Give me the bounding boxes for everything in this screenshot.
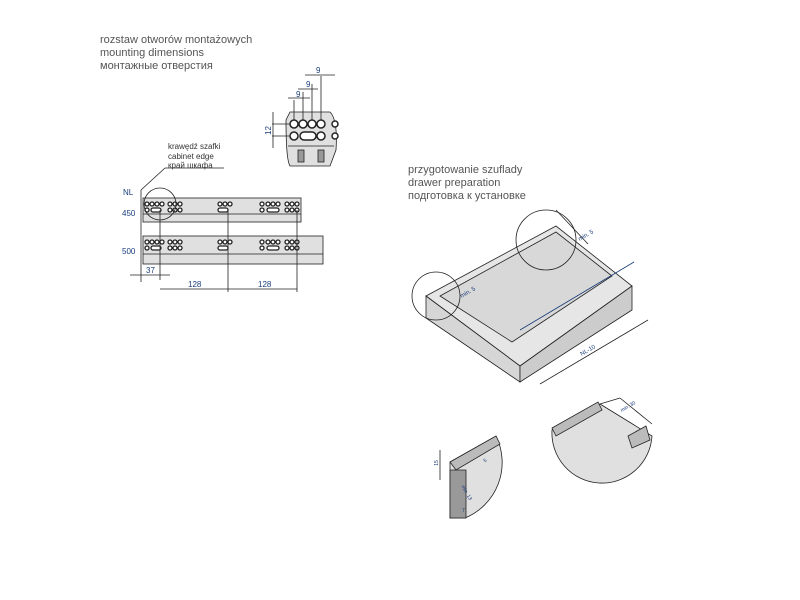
- runner-500: [142, 235, 324, 265]
- dimension-lines: [130, 167, 298, 292]
- dim-128-a: 128: [188, 280, 202, 289]
- edge-pl: krawędź szafki: [168, 142, 221, 151]
- caption-pl: rozstaw otworów montażowych: [100, 34, 253, 46]
- dim-12: 12: [263, 126, 273, 135]
- caption-ru: подготовка к установке: [408, 190, 526, 202]
- nl-label: NL: [123, 188, 134, 197]
- caption-ru: монтажные отверстия: [100, 60, 213, 72]
- mounting-caption: rozstaw otworów montażowych mounting dim…: [100, 34, 252, 73]
- caption-en: mounting dimensions: [100, 47, 204, 59]
- length-500-label: 500: [122, 247, 136, 256]
- length-450-label: 450: [122, 209, 136, 218]
- cabinet-edge-label: krawędź szafki cabinet edge край шкафа: [168, 142, 220, 171]
- caption-en: drawer preparation: [408, 177, 501, 189]
- dim-9-a: 9: [316, 66, 321, 75]
- edge-en: cabinet edge: [168, 151, 214, 161]
- detail-dim-a: 15: [433, 460, 440, 466]
- drawer-caption: przygotowanie szuflady drawer preparatio…: [408, 164, 526, 203]
- edge-ru: край шкафа: [168, 161, 213, 170]
- runner-450: [142, 187, 302, 223]
- detail-corner-left: [439, 435, 503, 519]
- caption-pl: przygotowanie szuflady: [408, 164, 523, 176]
- dim-128-b: 128: [258, 280, 272, 289]
- dim-37: 37: [146, 266, 155, 275]
- hole-detail: [272, 74, 339, 167]
- drawer-isometric: [411, 209, 649, 385]
- dim-9-b: 9: [306, 80, 311, 89]
- detail-corner-right: [551, 397, 653, 484]
- detail-dim-d: 7: [462, 508, 465, 514]
- dim-9-c: 9: [296, 90, 301, 99]
